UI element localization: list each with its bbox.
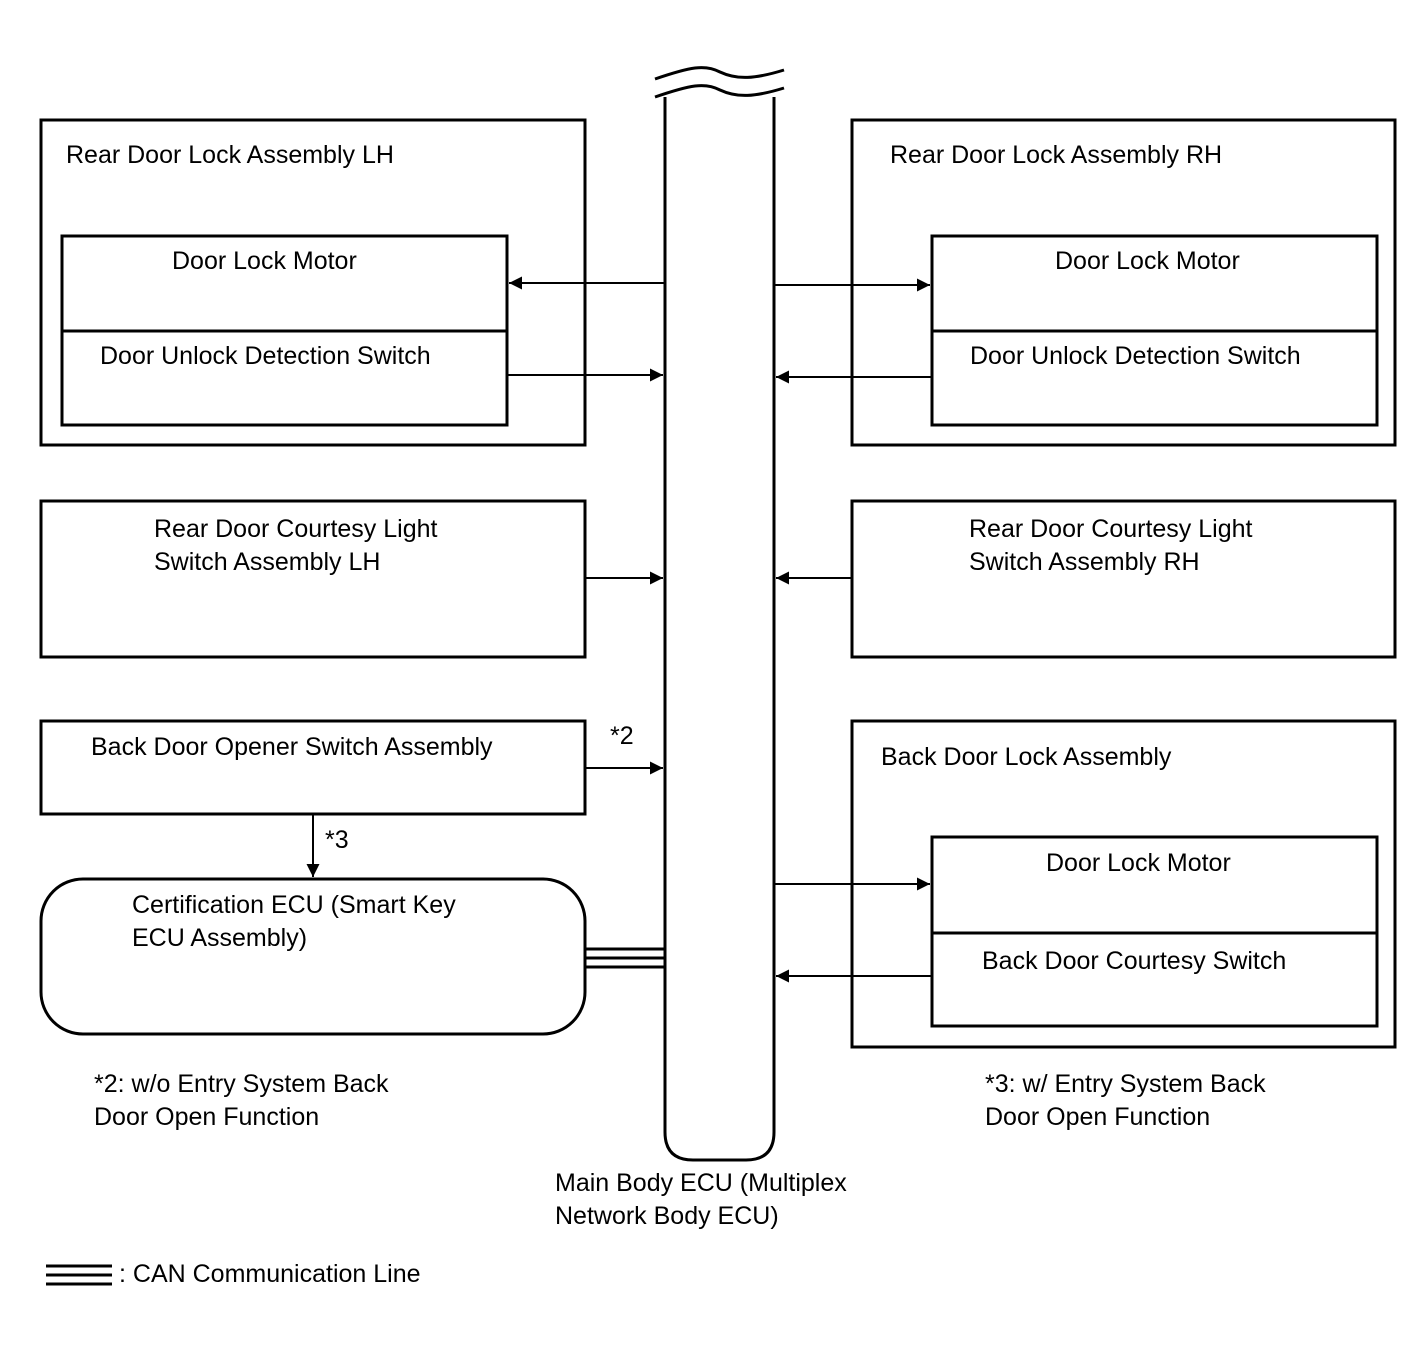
rear-rh-switch-label: Door Unlock Detection Switch [970,342,1301,370]
main-body-ecu-bus [663,97,776,1162]
marker-star3: *3 [325,826,349,854]
can-legend-symbol [46,1264,112,1286]
legend-can-label: : CAN Communication Line [119,1260,421,1288]
back-lock-motor-label: Door Lock Motor [1046,849,1231,877]
note-star2: *2: w/o Entry System Back Door Open Func… [94,1070,389,1131]
bus-break-upper [654,66,785,81]
bus-break-lower [654,84,785,99]
courtesy-lh-label: Rear Door Courtesy Light Switch Assembly… [154,515,438,576]
back-lock-switch-label: Back Door Courtesy Switch [982,947,1287,975]
back-opener-label: Back Door Opener Switch Assembly [91,733,493,761]
marker-star2: *2 [610,722,634,750]
rear-lh-title: Rear Door Lock Assembly LH [66,141,394,169]
rear-door-lock-rh-box [850,118,1397,447]
rear-rh-motor-label: Door Lock Motor [1055,247,1240,275]
main-ecu-label: Main Body ECU (Multiplex Network Body EC… [555,1169,847,1230]
cert-ecu-label: Certification ECU (Smart Key ECU Assembl… [132,891,456,952]
can-line [585,947,665,969]
courtesy-rh-label: Rear Door Courtesy Light Switch Assembly… [969,515,1253,576]
rear-lh-switch-label: Door Unlock Detection Switch [100,342,431,370]
rear-rh-title: Rear Door Lock Assembly RH [890,141,1223,169]
note-star3: *3: w/ Entry System Back Door Open Funct… [985,1070,1266,1131]
back-lock-title: Back Door Lock Assembly [881,743,1172,771]
rear-lh-motor-label: Door Lock Motor [172,247,357,275]
